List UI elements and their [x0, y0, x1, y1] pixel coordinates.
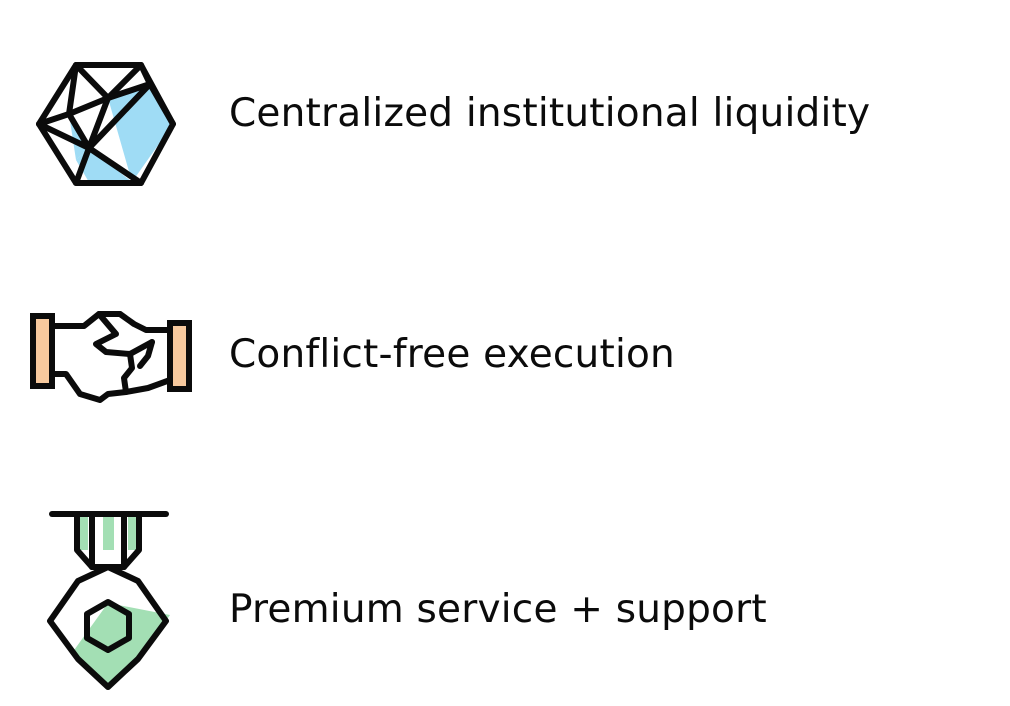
feature-label-execution: Conflict-free execution	[229, 332, 675, 377]
feature-label-liquidity: Centralized institutional liquidity	[229, 91, 871, 136]
feature-item-service: Premium service + support	[0, 505, 1010, 695]
feature-item-execution: Conflict-free execution	[0, 306, 1010, 406]
polyhedron-gem-icon	[36, 62, 176, 186]
feature-label-service: Premium service + support	[229, 587, 767, 632]
handshake-icon	[30, 311, 192, 403]
feature-item-liquidity: Centralized institutional liquidity	[0, 58, 1010, 190]
medal-icon	[47, 511, 170, 690]
